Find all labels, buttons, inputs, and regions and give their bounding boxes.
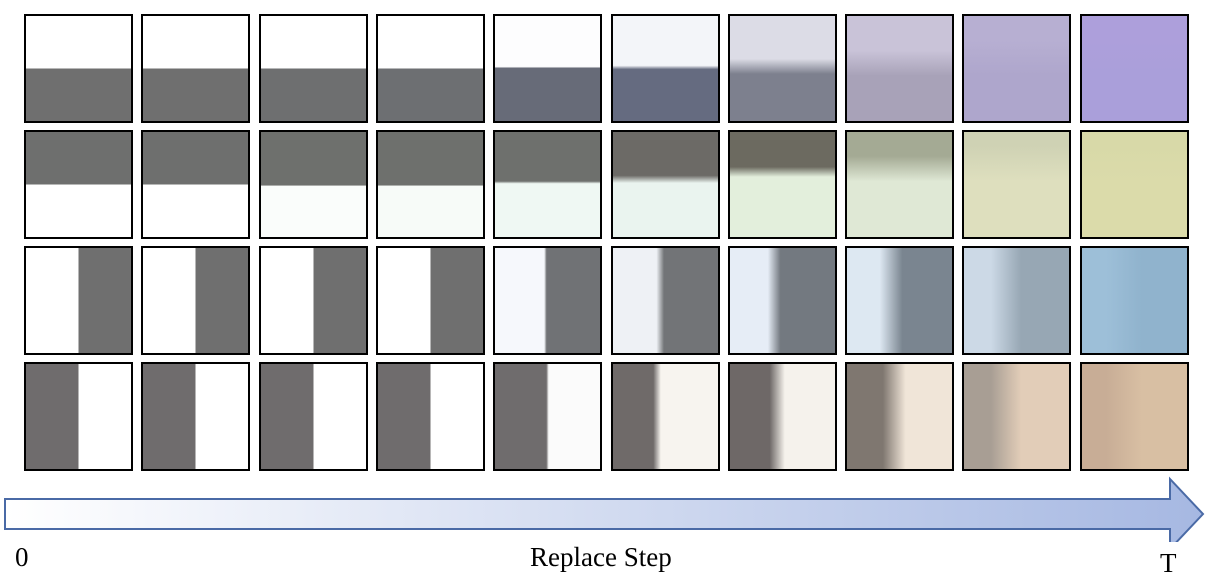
tile-vertical-left-white-step-2: [259, 246, 368, 355]
tile-image: [143, 364, 248, 469]
tile-image: [1082, 248, 1187, 353]
tile-horizontal-top-white-step-8: [962, 14, 1071, 123]
tile-image: [26, 132, 131, 237]
tile-image: [847, 364, 952, 469]
tile-vertical-left-white-step-6: [728, 246, 837, 355]
tile-image: [613, 132, 718, 237]
tile-horizontal-top-white-step-6: [728, 14, 837, 123]
tile-image: [378, 132, 483, 237]
tile-vertical-left-white-step-5: [611, 246, 720, 355]
tile-image: [964, 16, 1069, 121]
tile-image: [261, 248, 366, 353]
tile-image: [613, 16, 718, 121]
tile-image: [143, 248, 248, 353]
tile-image: [26, 248, 131, 353]
tile-horizontal-top-gray-step-1: [141, 130, 250, 239]
tile-horizontal-top-gray-step-0: [24, 130, 133, 239]
tile-vertical-left-gray-step-9: [1080, 362, 1189, 471]
tile-vertical-left-white-step-3: [376, 246, 485, 355]
tile-vertical-left-gray-step-7: [845, 362, 954, 471]
tile-vertical-left-gray-step-1: [141, 362, 250, 471]
tile-vertical-left-gray-step-8: [962, 362, 1071, 471]
tile-horizontal-top-gray-step-7: [845, 130, 954, 239]
tile-image: [378, 16, 483, 121]
tile-vertical-left-white-step-9: [1080, 246, 1189, 355]
tile-image: [495, 364, 600, 469]
tile-image: [26, 16, 131, 121]
tile-image: [730, 248, 835, 353]
tile-image: [261, 16, 366, 121]
tile-horizontal-top-gray-step-2: [259, 130, 368, 239]
tile-vertical-left-white-step-4: [493, 246, 602, 355]
end-label: T: [1160, 550, 1177, 577]
tile-image: [1082, 364, 1187, 469]
tile-horizontal-top-gray-step-5: [611, 130, 720, 239]
image-grid: [24, 14, 1194, 474]
tile-horizontal-top-gray-step-4: [493, 130, 602, 239]
tile-image: [495, 132, 600, 237]
tile-image: [1082, 16, 1187, 121]
tile-image: [26, 364, 131, 469]
tile-horizontal-top-gray-step-9: [1080, 130, 1189, 239]
axis-label: Replace Step: [530, 544, 672, 571]
arrow-shape: [5, 479, 1203, 542]
replace-step-arrow: [0, 472, 1210, 542]
tile-image: [964, 248, 1069, 353]
tile-horizontal-top-white-step-4: [493, 14, 602, 123]
tile-image: [378, 248, 483, 353]
tile-vertical-left-gray-step-6: [728, 362, 837, 471]
tile-image: [964, 364, 1069, 469]
tile-image: [847, 248, 952, 353]
tile-vertical-left-gray-step-5: [611, 362, 720, 471]
tile-image: [730, 132, 835, 237]
tile-horizontal-top-gray-step-8: [962, 130, 1071, 239]
tile-image: [261, 364, 366, 469]
tile-horizontal-top-gray-step-6: [728, 130, 837, 239]
tile-image: [495, 248, 600, 353]
tile-vertical-left-white-step-0: [24, 246, 133, 355]
arrow-svg: [0, 472, 1210, 542]
tile-horizontal-top-white-step-0: [24, 14, 133, 123]
tile-vertical-left-gray-step-3: [376, 362, 485, 471]
tile-image: [378, 364, 483, 469]
tile-horizontal-top-white-step-5: [611, 14, 720, 123]
tile-image: [495, 16, 600, 121]
tile-image: [964, 132, 1069, 237]
tile-horizontal-top-white-step-9: [1080, 14, 1189, 123]
tile-image: [1082, 132, 1187, 237]
tile-horizontal-top-white-step-1: [141, 14, 250, 123]
tile-image: [730, 364, 835, 469]
tile-horizontal-top-white-step-3: [376, 14, 485, 123]
tile-image: [847, 132, 952, 237]
tile-image: [143, 16, 248, 121]
start-label: 0: [15, 544, 29, 571]
tile-vertical-left-white-step-7: [845, 246, 954, 355]
tile-image: [143, 132, 248, 237]
tile-vertical-left-gray-step-2: [259, 362, 368, 471]
tile-image: [613, 364, 718, 469]
tile-vertical-left-white-step-1: [141, 246, 250, 355]
tile-vertical-left-gray-step-4: [493, 362, 602, 471]
tile-image: [847, 16, 952, 121]
tile-horizontal-top-gray-step-3: [376, 130, 485, 239]
tile-vertical-left-white-step-8: [962, 246, 1071, 355]
tile-vertical-left-gray-step-0: [24, 362, 133, 471]
tile-horizontal-top-white-step-2: [259, 14, 368, 123]
tile-image: [261, 132, 366, 237]
tile-horizontal-top-white-step-7: [845, 14, 954, 123]
tile-image: [730, 16, 835, 121]
tile-image: [613, 248, 718, 353]
